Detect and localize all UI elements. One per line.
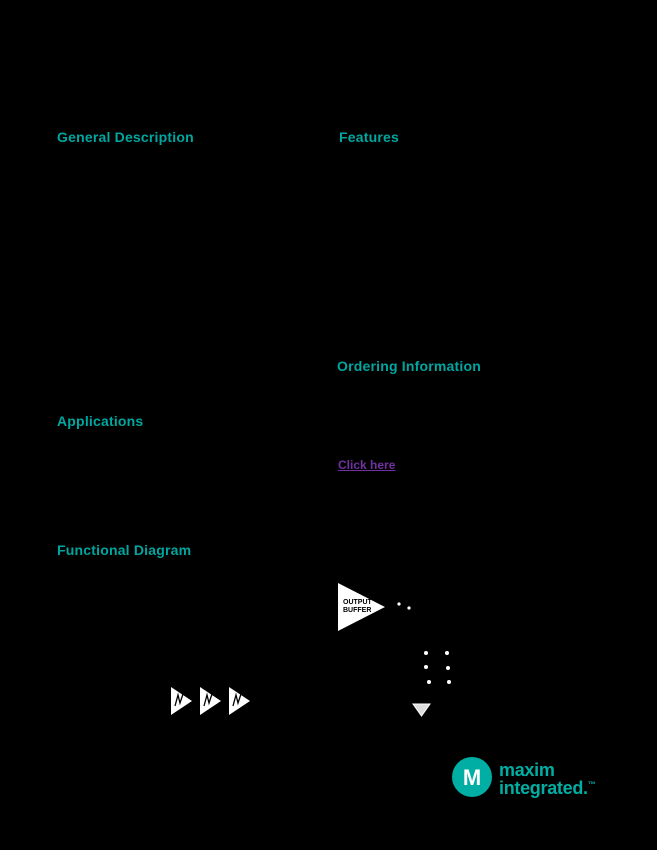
svg-text:M: M [463,765,481,790]
maxim-logo-mark: M [463,765,481,790]
waveform-buffer-amplifiers [171,687,250,715]
output-buffer-triangle [338,583,385,631]
production-status-link[interactable]: Click here [338,458,396,472]
output-node-dot [407,606,411,610]
heading-features: Features [339,129,399,145]
output-node-dot [397,602,401,606]
down-triangle-symbol [412,703,431,717]
ladder-ellipsis-dots [424,651,451,684]
logo-text-maxim: maxim [499,760,555,780]
waveform-buffer-2 [200,687,221,715]
output-buffer-label-line2: BUFFER [343,607,371,614]
waveform-buffer-3 [229,687,250,715]
output-buffer-amplifier: OUTPUT BUFFER [338,583,411,631]
heading-applications: Applications [57,413,144,429]
logo-text-integrated: integrated.™ [499,778,596,798]
logo-text-integrated-word: integrated. [499,778,588,798]
waveform-buffer-1 [171,687,192,715]
logo-trademark: ™ [587,780,596,789]
maxim-logo-icon: M [452,757,492,797]
heading-ordering-information: Ordering Information [337,358,481,374]
heading-general-description: General Description [57,129,194,145]
heading-functional-diagram: Functional Diagram [57,542,192,558]
output-buffer-label-line1: OUTPUT [343,599,373,606]
